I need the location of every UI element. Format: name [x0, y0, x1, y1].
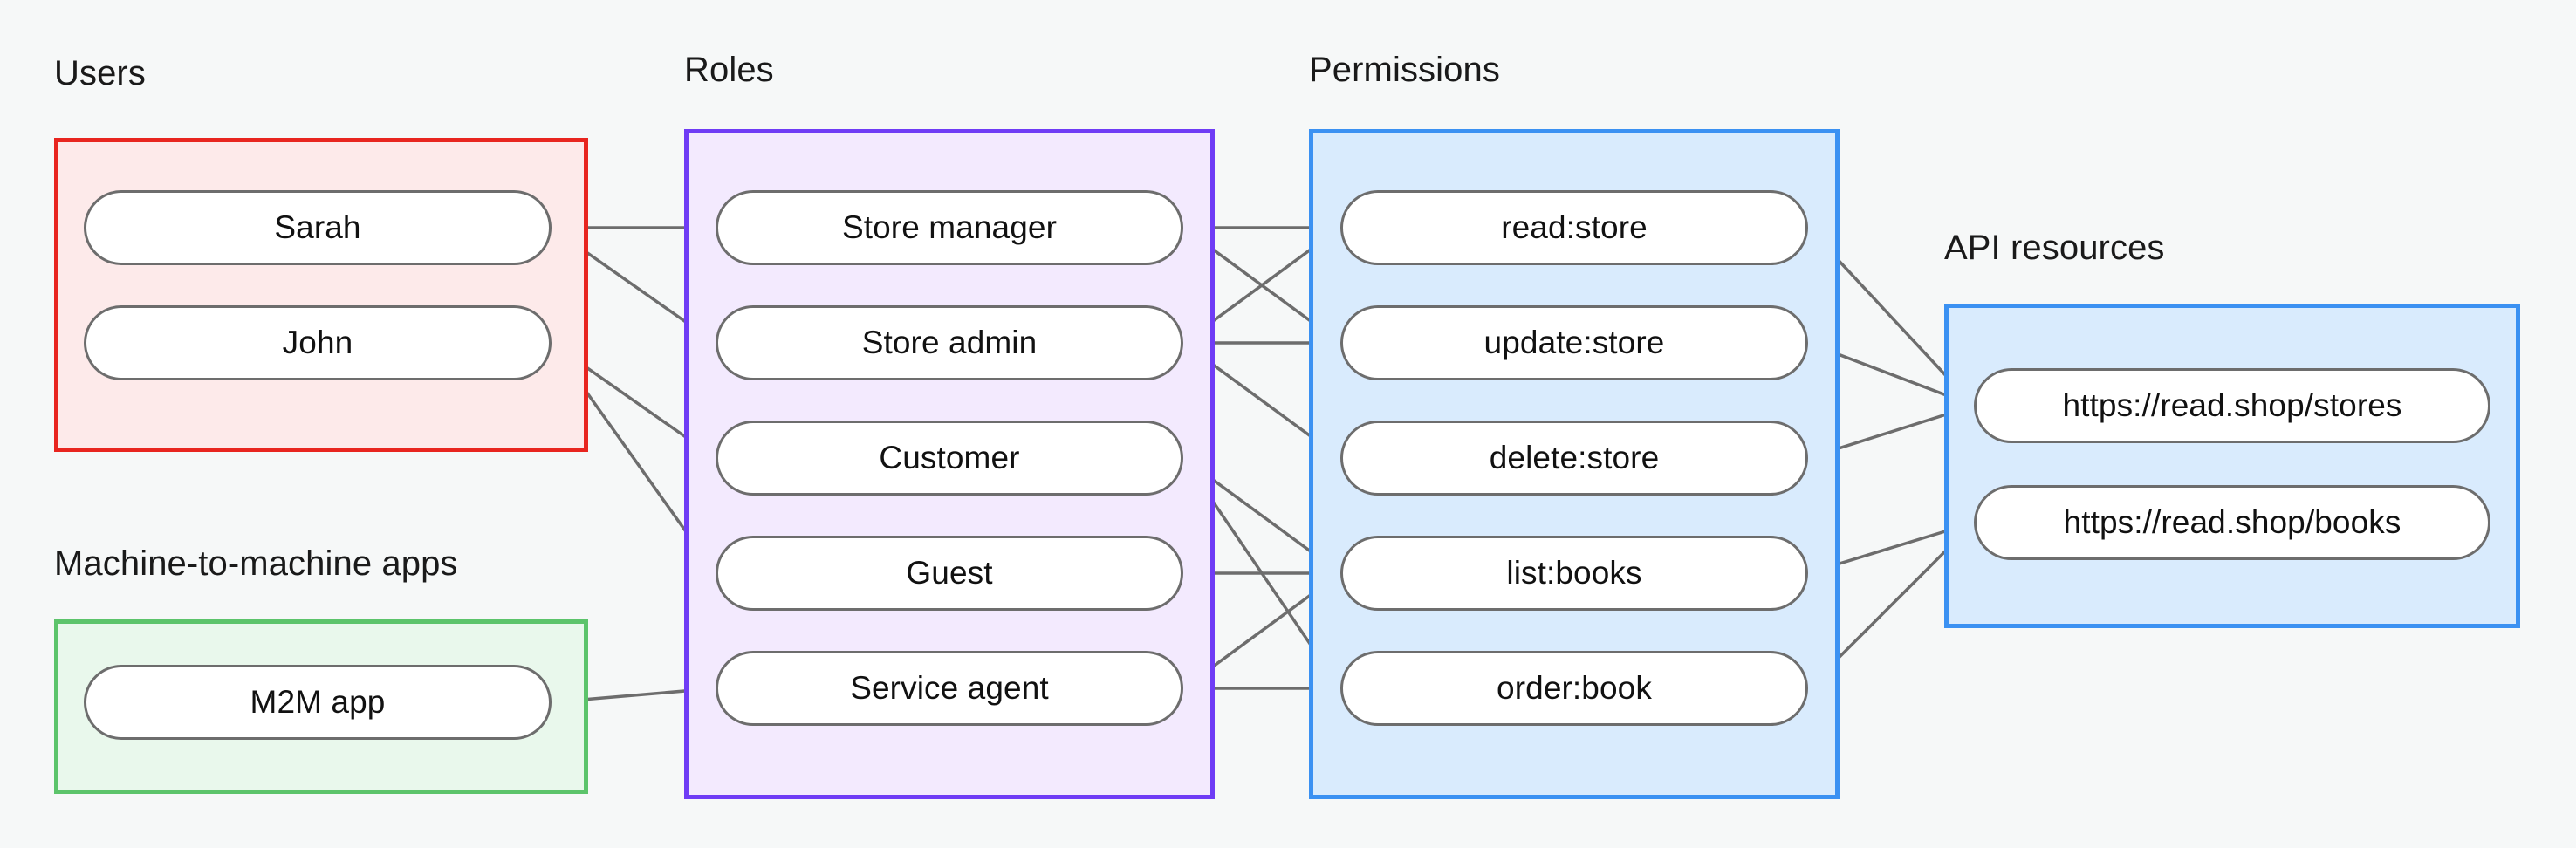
node-delete_store[interactable]: delete:store: [1340, 421, 1808, 496]
group-box-users: [54, 138, 588, 452]
node-order_book[interactable]: order:book: [1340, 651, 1808, 726]
node-read_store[interactable]: read:store: [1340, 190, 1808, 265]
node-service_agent[interactable]: Service agent: [716, 651, 1183, 726]
node-guest[interactable]: Guest: [716, 536, 1183, 611]
node-sarah[interactable]: Sarah: [84, 190, 552, 265]
group-title-api_resources: API resources: [1944, 229, 2165, 267]
node-store_manager[interactable]: Store manager: [716, 190, 1183, 265]
group-title-roles: Roles: [684, 51, 774, 89]
node-update_store[interactable]: update:store: [1340, 305, 1808, 380]
group-title-permissions: Permissions: [1309, 51, 1500, 89]
node-m2mapp[interactable]: M2M app: [84, 665, 552, 740]
node-res_stores[interactable]: https://read.shop/stores: [1974, 368, 2490, 443]
node-res_books[interactable]: https://read.shop/books: [1974, 485, 2490, 560]
group-title-m2m: Machine-to-machine apps: [54, 544, 458, 583]
node-store_admin[interactable]: Store admin: [716, 305, 1183, 380]
group-title-users: Users: [54, 54, 146, 92]
node-customer[interactable]: Customer: [716, 421, 1183, 496]
group-box-api_resources: [1944, 304, 2520, 628]
node-john[interactable]: John: [84, 305, 552, 380]
node-list_books[interactable]: list:books: [1340, 536, 1808, 611]
